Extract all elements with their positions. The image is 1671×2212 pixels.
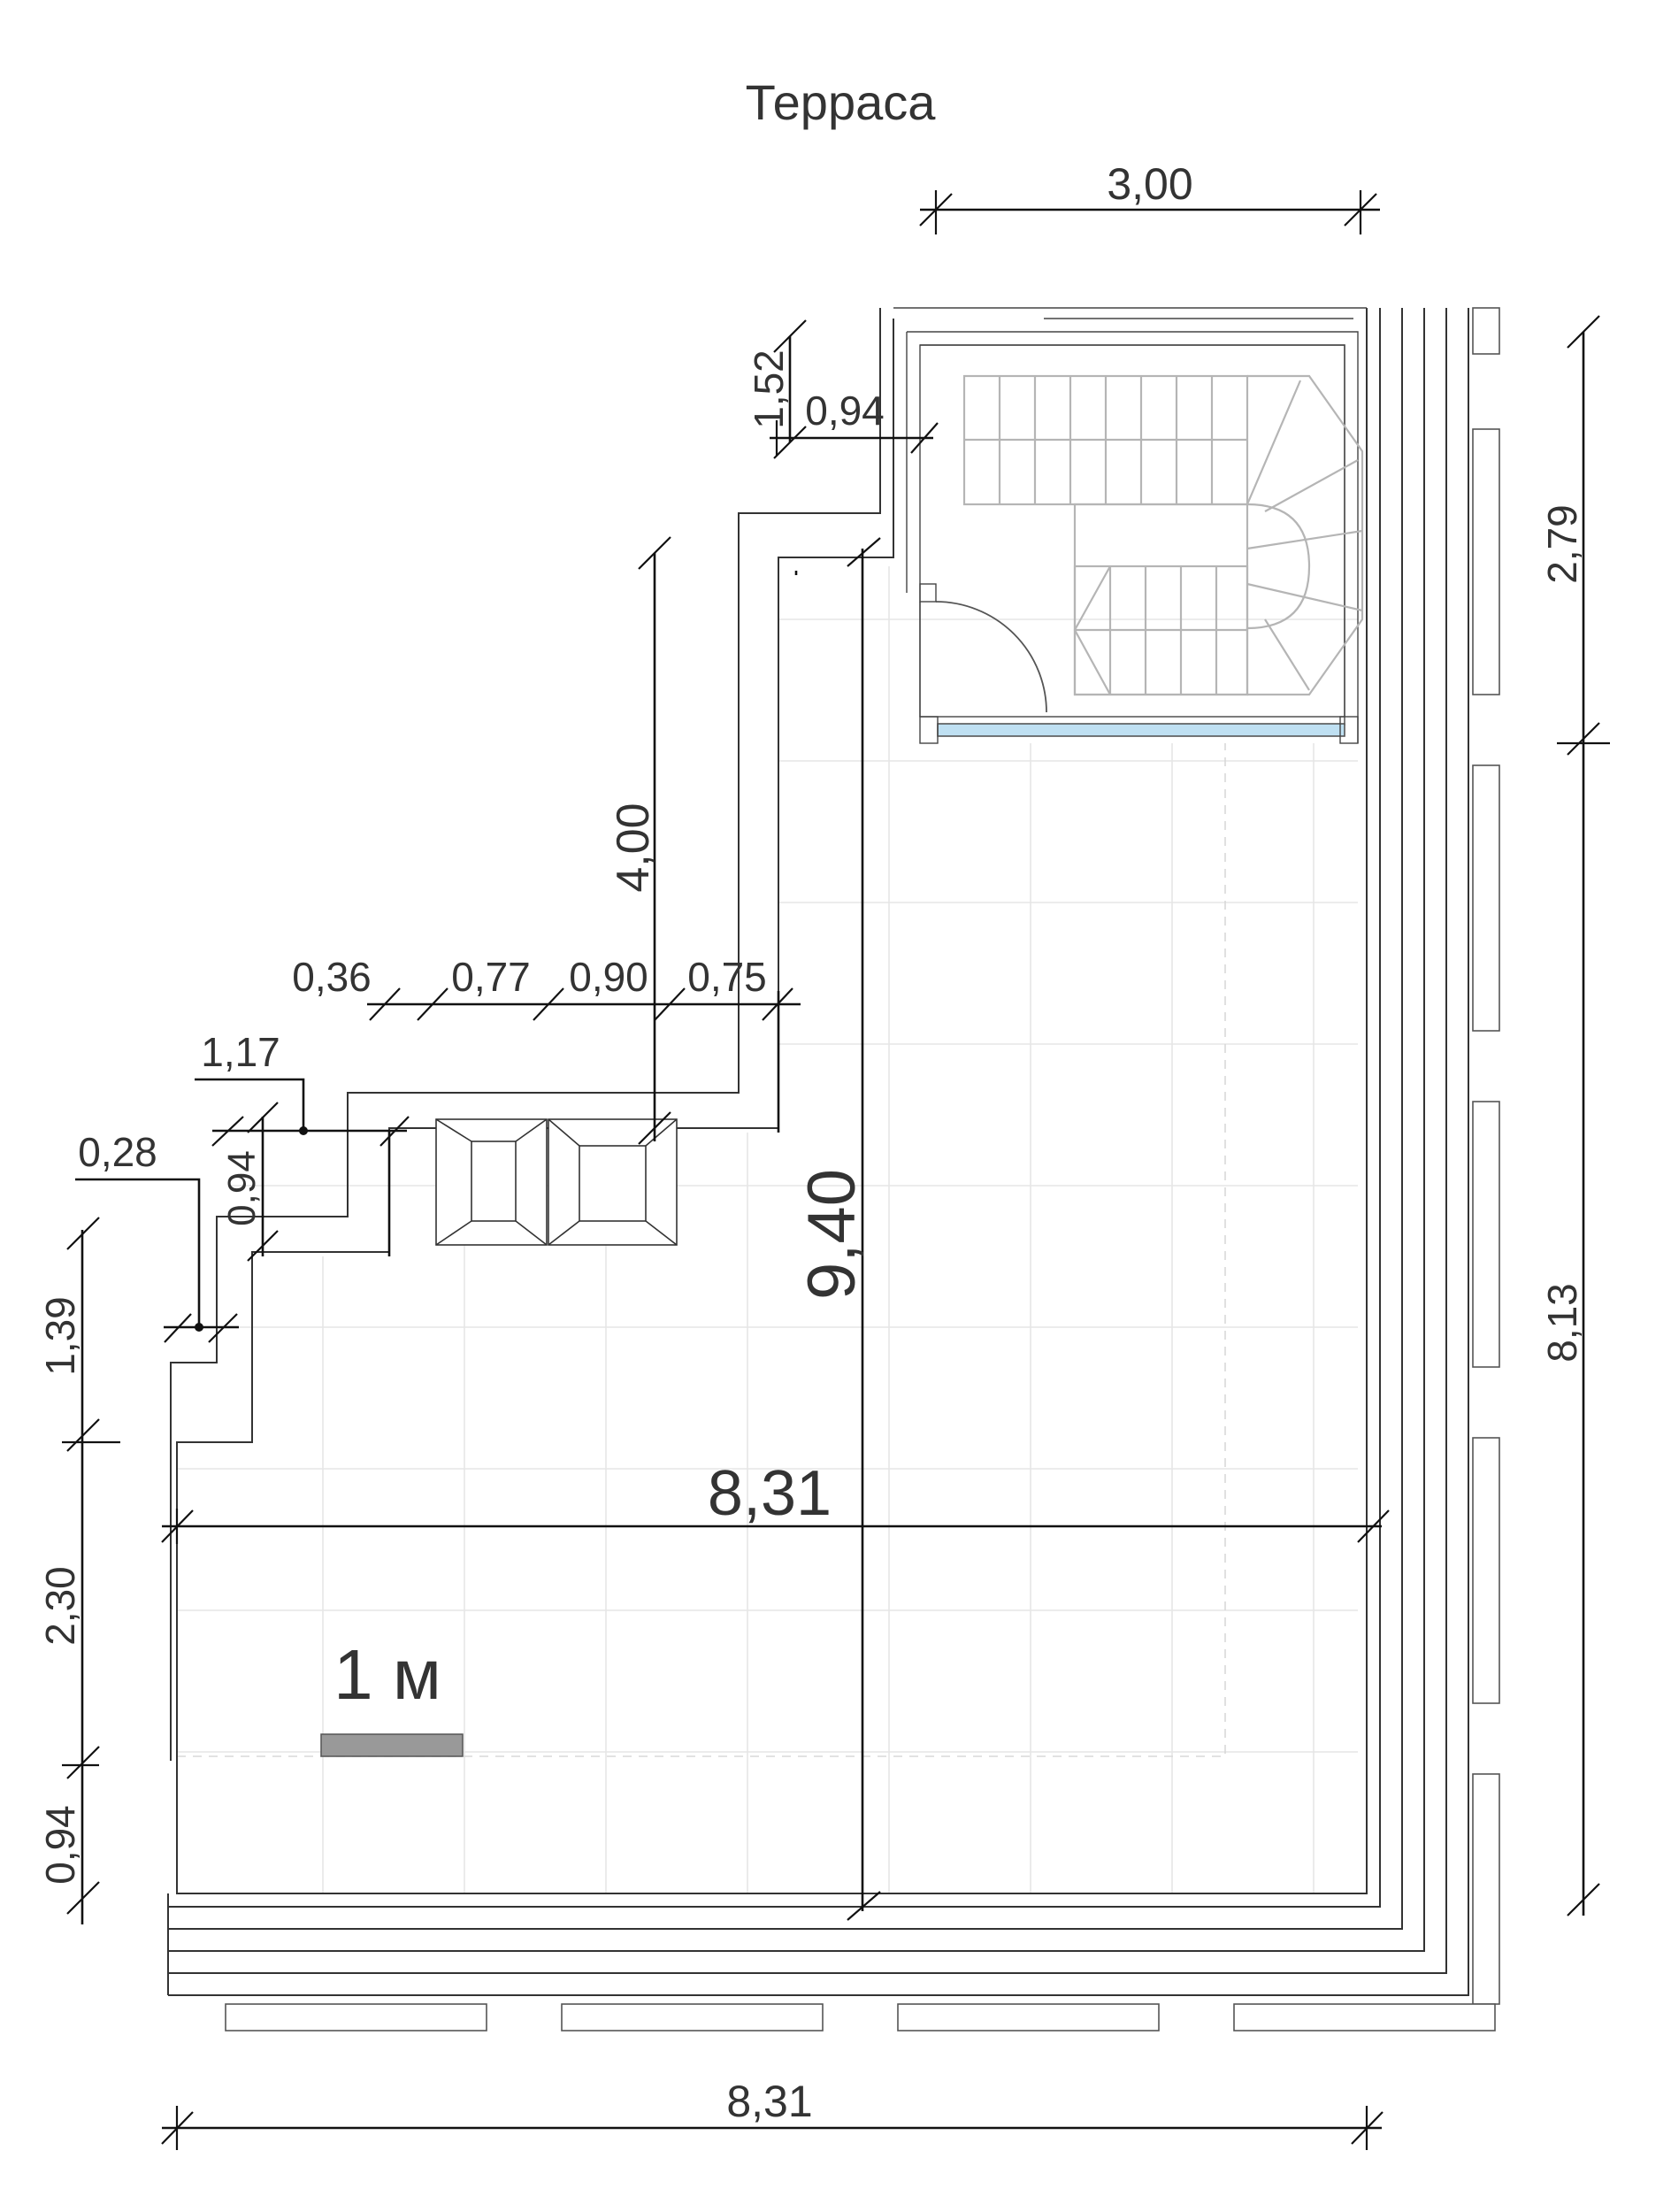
staircase xyxy=(919,344,1364,744)
dim-seg-090: 0,90 xyxy=(569,954,648,1000)
scale-bar: 1 м xyxy=(320,1635,464,1757)
dim-step-028: 0,28 xyxy=(78,1129,157,1175)
dim-step-117: 1,17 xyxy=(201,1029,280,1075)
exterior-panels xyxy=(225,307,1500,2032)
dim-seg-077: 0,77 xyxy=(451,954,531,1000)
dim-niche-depth: 4,00 xyxy=(608,803,659,892)
dim-stair-depth: 1,52 xyxy=(746,349,792,429)
dim-top-width: 3,00 xyxy=(1107,159,1192,209)
window-glass xyxy=(937,723,1345,737)
dim-seg-036: 0,36 xyxy=(292,954,372,1000)
dim-right-279: 2,79 xyxy=(1539,504,1585,584)
dim-left-230: 2,30 xyxy=(37,1566,83,1646)
dim-left-139: 1,39 xyxy=(37,1296,83,1376)
dimension-labels: 3,00 1,52 0,94 4,00 0,36 0,77 0,90 0,75 … xyxy=(37,159,1585,2126)
plan-title: Терраса xyxy=(746,74,937,130)
dim-seg-075: 0,75 xyxy=(687,954,767,1000)
dim-right-813: 8,13 xyxy=(1539,1283,1585,1363)
dim-step-094: 0,94 xyxy=(220,1150,264,1226)
scale-bar-swatch xyxy=(320,1733,464,1757)
dimension-lines xyxy=(62,190,1610,2150)
dim-stair-offset: 0,94 xyxy=(805,388,885,434)
dim-total-height: 9,40 xyxy=(794,1169,870,1300)
floor-grid xyxy=(177,566,1358,1893)
scale-bar-label: 1 м xyxy=(333,1635,441,1714)
vent-units xyxy=(435,1118,678,1246)
dim-bottom-width: 8,31 xyxy=(726,2077,812,2126)
dim-left-094: 0,94 xyxy=(37,1805,83,1885)
dim-total-width-inner: 8,31 xyxy=(708,1458,832,1529)
